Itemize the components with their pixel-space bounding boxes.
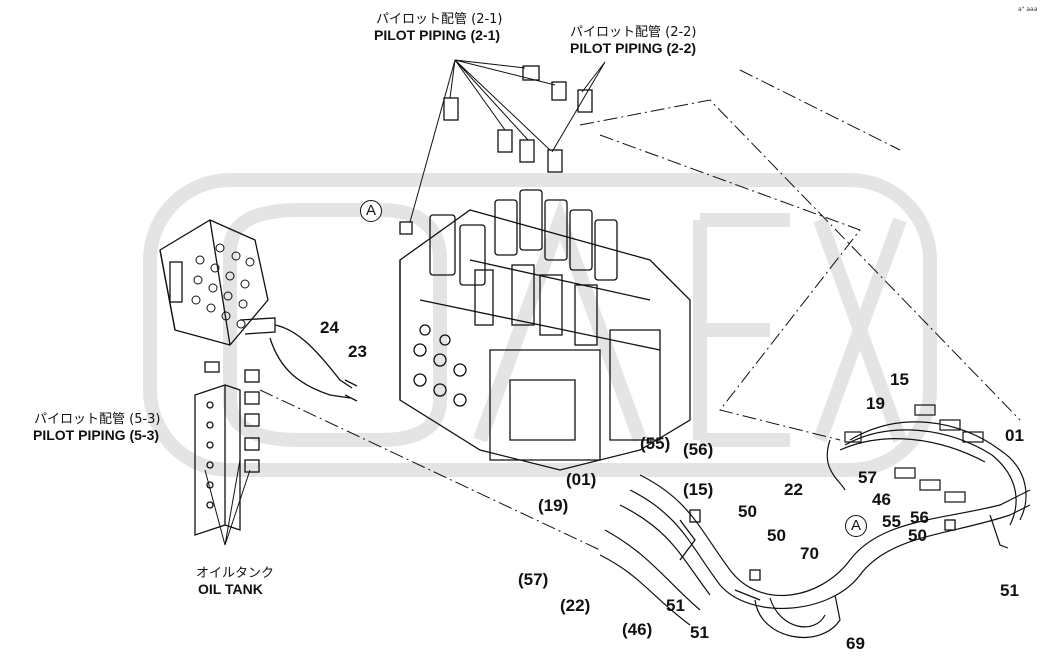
watermark — [143, 173, 937, 477]
detail-a-marker-2: A — [845, 515, 867, 537]
part-01-paren: (01) — [566, 470, 597, 489]
part-46: 46 — [872, 490, 891, 509]
corner-mark: a" aaa — [1018, 6, 1038, 13]
part-19: 19 — [866, 394, 885, 413]
part-51-lower: 51 — [690, 623, 709, 642]
pilot-piping-2-1-label-en: PILOT PIPING (2-1) — [374, 27, 501, 43]
control-valve-body — [399, 189, 691, 471]
leader-lines — [204, 59, 606, 546]
right-hoses — [826, 404, 1027, 549]
pilot-piping-5-3-label-jp: パイロット配管 (5-3) — [34, 412, 161, 427]
part-55: 55 — [882, 512, 901, 531]
detail-a-marker: A — [360, 200, 382, 222]
oil-tank-label-en: OIL TANK — [198, 581, 263, 597]
part-50-lower: 50 — [767, 526, 786, 545]
part-01: 01 — [1005, 426, 1024, 445]
part-22: 22 — [784, 480, 803, 499]
part-57: 57 — [858, 468, 877, 487]
pilot-manifold-block — [159, 219, 276, 346]
part-69: 69 — [846, 634, 865, 653]
pilot-piping-5-3-label-en: PILOT PIPING (5-3) — [33, 427, 160, 443]
part-57-paren: (57) — [518, 570, 549, 589]
part-70: 70 — [800, 544, 819, 563]
part-51-mid: 51 — [666, 596, 685, 615]
oil-tank-label-jp: オイルタンク — [196, 566, 275, 581]
part-23: 23 — [348, 342, 367, 361]
pilot-pipe-23 — [269, 337, 351, 399]
part-15-paren: (15) — [683, 480, 714, 499]
oil-tank-bar — [194, 361, 260, 536]
part-15: 15 — [890, 370, 909, 389]
dashed-guides — [259, 69, 1021, 551]
hose-clamps — [679, 509, 956, 601]
pilot-piping-2-1-label-jp: パイロット配管 (2-1) — [376, 12, 503, 27]
part-24: 24 — [320, 318, 339, 337]
part-56-paren: (56) — [683, 440, 714, 459]
part-46-paren: (46) — [622, 620, 653, 639]
part-55-paren: (55) — [640, 434, 671, 453]
pilot-fittings — [399, 65, 593, 235]
part-51-right: 51 — [1000, 581, 1019, 600]
part-56: 56 — [910, 508, 929, 527]
part-19-paren: (19) — [538, 496, 569, 515]
pilot-piping-2-2-label-en: PILOT PIPING (2-2) — [570, 40, 697, 56]
pilot-pipe-24 — [274, 324, 353, 389]
pilot-piping-2-2-label-jp: パイロット配管 (2-2) — [570, 25, 697, 40]
part-22-paren: (22) — [560, 596, 591, 615]
part-50-right: 50 — [908, 526, 927, 545]
part-50-mid: 50 — [738, 502, 757, 521]
